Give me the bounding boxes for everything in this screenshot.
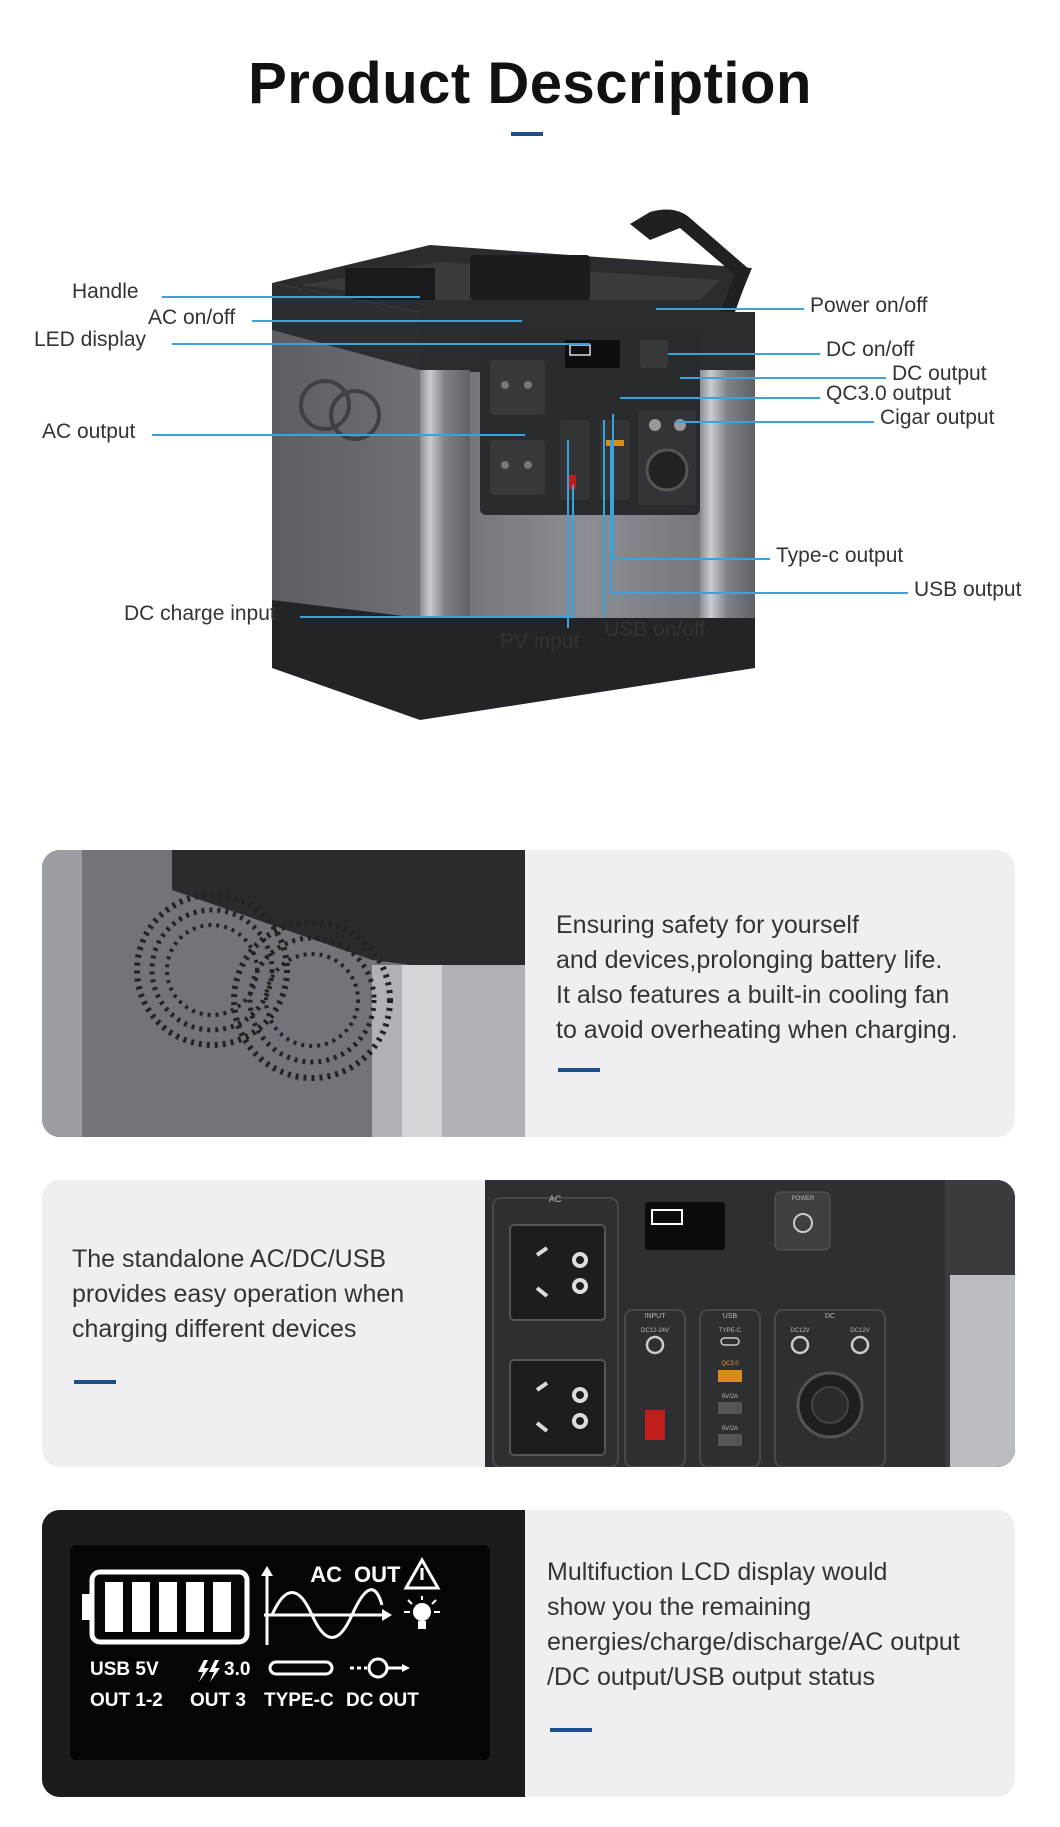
feature-line: The standalone AC/DC/USB <box>72 1245 387 1273</box>
panel-label-input-spec: DC12-24V <box>641 1328 669 1334</box>
feature-card-outputs: The standalone AC/DC/USB provides easy o… <box>42 1180 1015 1467</box>
lcd-usb-line1: USB 5V <box>90 1659 159 1680</box>
callout-ac-output: AC output <box>42 420 136 443</box>
typec-icon <box>268 1660 334 1676</box>
leader-dc-charge-input-v <box>572 485 574 617</box>
leader-led-display <box>172 343 590 345</box>
panel-label-dc: DC <box>825 1313 835 1320</box>
leader-ac-output <box>152 434 525 436</box>
callout-handle: Handle <box>72 280 139 303</box>
feature-line: Ensuring safety for yourself <box>556 911 859 939</box>
leader-dc-charge-input <box>300 616 572 618</box>
leader-handle <box>162 296 420 298</box>
feature-line: to avoid overheating when charging. <box>556 1016 958 1044</box>
leader-cigar-output <box>676 421 874 423</box>
leader-power-onoff <box>656 308 804 310</box>
callout-typec-output: Type-c output <box>776 544 904 567</box>
callout-dc-output: DC output <box>892 362 987 385</box>
lcd-qc-line1: 3.0 <box>224 1659 250 1680</box>
feature-accent-bar <box>74 1380 116 1384</box>
callout-power-onoff: Power on/off <box>810 294 928 317</box>
feature-line: energies/charge/discharge/AC output <box>547 1628 960 1656</box>
feature-line: and devices,prolonging battery life. <box>556 946 943 974</box>
callout-led-display: LED display <box>34 328 147 351</box>
panel-label-usb-a2: 5V/2A <box>722 1426 738 1432</box>
leader-ac-onoff <box>252 320 522 322</box>
panel-label-dc2: DC12V <box>850 1328 869 1334</box>
leader-usb-onoff <box>603 420 605 616</box>
lightning-icon <box>198 1660 220 1682</box>
lcd-dcout-label: DC OUT <box>346 1690 419 1711</box>
cooling-fan-photo <box>42 850 525 1137</box>
leader-qc-output <box>620 397 820 399</box>
feature-line: It also features a built-in cooling fan <box>556 981 950 1009</box>
panel-label-dc1: DC12V <box>790 1328 809 1334</box>
lcd-display-illustration: AC OUT USB 5V OUT 1-2 <box>42 1510 525 1797</box>
lcd-out-label: OUT <box>354 1562 401 1587</box>
leader-typec-output <box>612 558 770 560</box>
warning-icon <box>403 1556 441 1590</box>
dc-plug-icon <box>350 1657 404 1679</box>
panel-label-usb-a1: 5V/2A <box>722 1394 738 1400</box>
lcd-qc-line2: OUT 3 <box>190 1690 246 1711</box>
feature-card-cooling: Ensuring safety for yourself and devices… <box>42 850 1015 1137</box>
panel-label-ac: AC <box>549 1194 562 1204</box>
title-underline <box>511 132 543 136</box>
feature-line: show you the remaining <box>547 1593 812 1621</box>
callout-dc-onoff: DC on/off <box>826 338 915 361</box>
feature-accent-bar <box>558 1068 600 1072</box>
callout-cigar-output: Cigar output <box>880 406 995 429</box>
lcd-ac-label: AC <box>310 1562 342 1587</box>
page-title: Product Description <box>248 51 812 116</box>
feature-text-lcd: Multifuction LCD display would show you … <box>547 1555 960 1695</box>
feature-text-cooling: Ensuring safety for yourself and devices… <box>556 908 958 1048</box>
feature-line: charging different devices <box>72 1315 357 1343</box>
callout-dc-charge-input: DC charge input <box>124 602 276 625</box>
callout-ac-onoff: AC on/off <box>148 306 236 329</box>
panel-label-qc: QC3.0 <box>721 1361 739 1367</box>
callout-usb-output: USB output <box>914 578 1022 601</box>
leader-pv-input <box>567 440 569 628</box>
feature-line: provides easy operation when <box>72 1280 405 1308</box>
control-panel-illustration: AC POWER INPUT DC12-24V USB TYPE-C QC <box>485 1180 1015 1467</box>
panel-label-usb: USB <box>723 1313 738 1320</box>
leader-usb-output <box>610 592 908 594</box>
feature-line: Multifuction LCD display would <box>547 1558 888 1586</box>
lcd-photo: AC OUT USB 5V OUT 1-2 <box>42 1510 525 1797</box>
control-panel-photo: AC POWER INPUT DC12-24V USB TYPE-C QC <box>485 1180 1015 1467</box>
feature-line: /DC output/USB output status <box>547 1663 875 1691</box>
callout-usb-onoff: USB on/off <box>604 618 706 641</box>
leader-dc-output <box>680 377 886 379</box>
panel-label-power: POWER <box>792 1196 815 1202</box>
feature-card-lcd: AC OUT USB 5V OUT 1-2 <box>42 1510 1015 1797</box>
panel-label-input: INPUT <box>645 1313 667 1320</box>
panel-label-typec: TYPE-C <box>719 1328 742 1334</box>
callout-qc-output: QC3.0 output <box>826 382 951 405</box>
power-station-illustration <box>272 209 755 720</box>
feature-accent-bar <box>550 1728 592 1732</box>
leader-typec-output-v <box>612 414 614 559</box>
lcd-usb-line2: OUT 1-2 <box>90 1690 163 1711</box>
fan-vent-illustration <box>42 850 525 1137</box>
leader-usb-output-v <box>610 440 612 593</box>
lcd-typec-label: TYPE-C <box>264 1690 334 1711</box>
product-diagram: Handle AC on/off LED display AC output D… <box>0 200 1060 770</box>
leader-dc-onoff <box>668 353 820 355</box>
feature-text-outputs: The standalone AC/DC/USB provides easy o… <box>72 1242 404 1347</box>
light-bulb-icon <box>404 1596 440 1629</box>
callout-pv-input: PV input <box>500 630 580 653</box>
